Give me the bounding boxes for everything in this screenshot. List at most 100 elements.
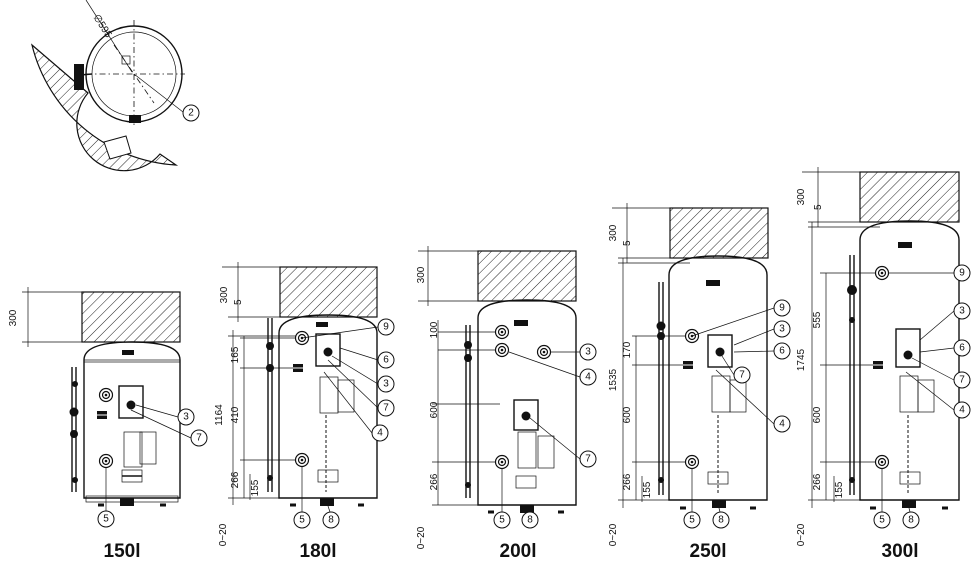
callout-7	[953, 371, 971, 389]
svg-text:266: 266	[429, 473, 440, 490]
capacity-label-150l: 150l	[104, 541, 141, 562]
callout-8	[322, 511, 340, 529]
svg-text:600: 600	[429, 401, 440, 418]
control-panel-250	[707, 334, 733, 368]
svg-text:5: 5	[879, 515, 885, 526]
callout-6	[953, 339, 971, 357]
svg-text:300: 300	[608, 224, 619, 241]
svg-text:100: 100	[429, 321, 440, 338]
clearance-box-150	[81, 291, 181, 343]
control-panel-150	[118, 385, 144, 419]
svg-text:7: 7	[959, 375, 965, 386]
clearance-box-250	[669, 207, 769, 259]
callout-4	[773, 415, 791, 433]
tank-body-200	[477, 299, 577, 506]
callout-3	[953, 302, 971, 320]
svg-text:300: 300	[796, 188, 807, 205]
svg-text:300: 300	[219, 286, 230, 303]
svg-text:4: 4	[779, 419, 785, 430]
svg-text:170: 170	[622, 341, 633, 358]
svg-text:600: 600	[622, 406, 633, 423]
svg-text:9: 9	[959, 268, 965, 279]
clearance-box-300	[859, 171, 960, 223]
svg-text:8: 8	[328, 515, 334, 526]
unit-200l: 300 100 600 266 0~20 3 4	[416, 246, 597, 562]
svg-text:3: 3	[585, 347, 591, 358]
svg-text:5: 5	[299, 515, 305, 526]
svg-text:1535: 1535	[608, 368, 619, 391]
callout-8	[521, 511, 539, 529]
callout-4	[953, 401, 971, 419]
callout-7	[377, 399, 395, 417]
diameter-label: ∅595	[90, 13, 113, 41]
callout-5	[97, 510, 115, 528]
clearance-box-180	[279, 266, 378, 318]
callout-3	[579, 343, 597, 361]
svg-text:600: 600	[812, 406, 823, 423]
svg-text:155: 155	[834, 481, 845, 498]
callout-8	[712, 511, 730, 529]
callout-5	[293, 511, 311, 529]
svg-text:0~20: 0~20	[608, 523, 619, 546]
svg-text:6: 6	[779, 346, 785, 357]
callout-3	[773, 320, 791, 338]
svg-text:3: 3	[779, 324, 785, 335]
clearance-box-200	[477, 250, 577, 302]
callout-9	[377, 318, 395, 336]
svg-text:266: 266	[622, 473, 633, 490]
svg-text:0~20: 0~20	[796, 523, 807, 546]
svg-text:5: 5	[103, 514, 109, 525]
svg-text:9: 9	[779, 303, 785, 314]
callout-5	[683, 511, 701, 529]
svg-text:7: 7	[585, 454, 591, 465]
svg-text:4: 4	[959, 405, 965, 416]
callout-3	[377, 375, 395, 393]
unit-150l: 300 3 7 5 150l	[8, 287, 208, 562]
svg-text:0~20: 0~20	[416, 526, 427, 549]
capacity-label-180l: 180l	[300, 541, 337, 562]
svg-text:266: 266	[812, 473, 823, 490]
svg-text:7: 7	[739, 370, 745, 381]
svg-text:3: 3	[383, 379, 389, 390]
svg-text:7: 7	[196, 433, 202, 444]
callout-3	[177, 408, 195, 426]
control-panel-300	[895, 328, 921, 368]
callout-7	[579, 450, 597, 468]
callout-9	[953, 264, 971, 282]
callout-4	[371, 424, 389, 442]
capacity-label-300l: 300l	[882, 541, 919, 562]
unit-180l: 300 5 1164 165 410 266 155 0~20	[214, 262, 395, 562]
svg-text:4: 4	[377, 428, 383, 439]
tank-body-250	[668, 255, 768, 501]
control-panel-200	[513, 399, 539, 431]
tank-body-300	[859, 220, 960, 501]
capacity-label-200l: 200l	[500, 541, 537, 562]
capacity-label-250l: 250l	[690, 541, 727, 562]
svg-text:300: 300	[416, 266, 427, 283]
svg-text:6: 6	[959, 343, 965, 354]
unit-250l: 300 5 1535 170 600 266 155 0~20	[608, 203, 791, 562]
tank-body-180	[278, 314, 378, 499]
svg-text:5: 5	[689, 515, 695, 526]
svg-text:3: 3	[959, 306, 965, 317]
callout-5	[873, 511, 891, 529]
callout-7	[733, 366, 751, 384]
svg-text:300: 300	[8, 309, 19, 326]
callout-7	[190, 429, 208, 447]
svg-text:8: 8	[527, 515, 533, 526]
callout-4	[579, 368, 597, 386]
svg-text:155: 155	[250, 479, 261, 496]
svg-text:5: 5	[622, 240, 633, 246]
top-view-clearance-area	[30, 43, 179, 172]
svg-text:266: 266	[230, 471, 241, 488]
svg-text:3: 3	[183, 412, 189, 423]
callout-2	[182, 104, 200, 122]
callout-6	[773, 342, 791, 360]
svg-text:1164: 1164	[214, 404, 225, 426]
svg-text:5: 5	[233, 299, 244, 305]
svg-text:7: 7	[383, 403, 389, 414]
callout-9	[773, 299, 791, 317]
svg-text:0~20: 0~20	[218, 523, 229, 546]
tank-body-150	[83, 341, 181, 499]
